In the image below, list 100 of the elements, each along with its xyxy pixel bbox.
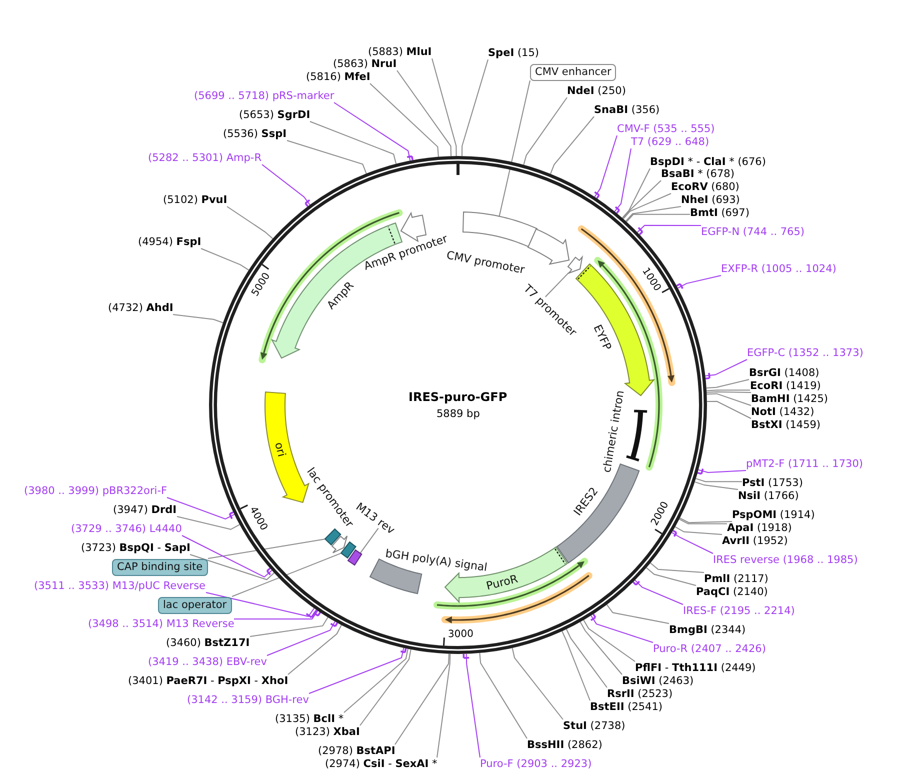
restriction-site-label: NheI (693) (681, 194, 740, 206)
leader-line (694, 481, 738, 490)
restriction-site-label: SnaBI (356) (594, 104, 660, 116)
primer-label: (3511 .. 3533) M13/pUC Reverse (34, 580, 206, 592)
restriction-site-label: EcoRI (1419) (750, 380, 821, 392)
primer-label: CMV-F (535 .. 555) (617, 122, 715, 136)
leader-line (310, 121, 397, 164)
restriction-site-label: EcoRV (680) (671, 180, 740, 194)
restriction-site-label: (5883) MluI (368, 46, 432, 58)
restriction-site-label: NdeI (250) (567, 84, 626, 98)
leader-line (695, 478, 742, 482)
leader-line (706, 393, 752, 406)
leader-line (622, 193, 672, 220)
feature-label: CMV promoter (446, 248, 526, 277)
leader-line (583, 620, 636, 662)
leader-line (436, 653, 451, 758)
leader-line (360, 649, 412, 726)
leader-line (646, 567, 696, 586)
restriction-site-label: (5536) SspI (223, 128, 287, 140)
leader-line (590, 614, 654, 643)
leader-line (706, 379, 750, 388)
restriction-site-label: BamHI (1425) (751, 392, 828, 406)
restriction-site-label: PflFI - Tth111I (2449) (635, 662, 756, 674)
leader-line (359, 528, 379, 554)
restriction-site-label: (3135) BclI* (275, 712, 344, 726)
leader-line (566, 628, 608, 688)
leader-line (176, 516, 240, 530)
primer-label: Puro-F (2903 .. 2923) (480, 758, 592, 770)
leader-line (394, 653, 450, 745)
primer-label: EGFP-N (744 .. 765) (701, 226, 805, 238)
restriction-site-label: BmtI (697) (690, 206, 750, 220)
restriction-site-label: (3123) XbaI (295, 726, 360, 738)
restriction-site-label: SpeI (15) (488, 46, 540, 60)
leader-line (262, 164, 310, 206)
primer-label: (3980 .. 3999) pBR322ori-F (24, 484, 168, 498)
leader-line (166, 497, 235, 520)
primer-label: EXFP-R (1005 .. 1024) (721, 262, 836, 276)
restriction-site-label: (4954) FspI (138, 236, 202, 248)
plasmid-name: IRES-puro-GFP (408, 390, 508, 404)
restriction-site-label: (2978) BstAPI (318, 744, 396, 758)
restriction-site-label: BsiWI (2463) (622, 674, 694, 688)
restriction-site-label: RsrII (2523) (607, 688, 673, 700)
restriction-site-label: AvrII (1952) (722, 534, 788, 548)
leader-line (706, 391, 752, 393)
leader-line (674, 526, 722, 535)
leader-line (200, 248, 250, 271)
primer-label: IRES-F (2195 .. 2214) (683, 604, 795, 618)
restriction-site-label: NsiI (1766) (738, 490, 799, 502)
plasmid-size-label: 5889 bp (436, 408, 480, 420)
leader-line (498, 80, 530, 217)
restriction-site-label: PmlI (2117) (704, 572, 768, 586)
leader-line (706, 390, 750, 392)
leader-line (461, 59, 488, 157)
restriction-site-label: PaqCI (2140) (696, 586, 768, 598)
leader-line (650, 562, 704, 573)
leader-line (636, 224, 702, 233)
restriction-site-label: BmgBI (2344) (669, 624, 746, 636)
feature-tag: CMV enhancer (530, 64, 616, 80)
leader-line (677, 275, 722, 289)
leader-line (370, 83, 439, 158)
leader-line (344, 648, 408, 713)
leader-line (182, 535, 272, 578)
leader-line (232, 552, 342, 597)
leader-line (606, 604, 670, 624)
leader-line (479, 652, 528, 739)
leader-line (562, 630, 590, 701)
restriction-site-label: (3401) PaeR7I - PspXI - XhoI (128, 674, 288, 688)
restriction-site-label: (5102) PvuI (163, 194, 228, 206)
restriction-site-label: BsaBI* (678) (661, 168, 734, 180)
feature-label: ori (272, 440, 289, 458)
leader-line (266, 621, 336, 656)
leader-line (622, 180, 662, 219)
leader-line (396, 70, 452, 157)
restriction-site-label: PstI (1753) (742, 476, 803, 490)
leader-line (308, 648, 404, 694)
leader-line (334, 102, 411, 162)
restriction-site-label: NotI (1432) (751, 406, 814, 418)
restriction-site-label: (3723) BspQI - SapI (81, 542, 190, 554)
restriction-site-label: (3460) BstZ17I (166, 636, 250, 650)
leader-line (706, 400, 752, 419)
feature-label: bGH poly(A) signal (384, 546, 488, 574)
tick-label: 4000 (246, 504, 270, 533)
restriction-site-label: BspDI* - ClaI* (676) (650, 156, 766, 168)
leader-line (226, 206, 274, 240)
primer-label: IRES reverse (1968 .. 1985) (713, 554, 858, 566)
tick-label: 3000 (448, 628, 474, 642)
leader-line (622, 168, 650, 218)
leader-line (190, 554, 275, 580)
leader-line (698, 469, 746, 473)
leader-line (512, 648, 564, 720)
leader-line (432, 58, 457, 157)
leader-line (704, 359, 748, 376)
restriction-site-label: BssHII (2862) (527, 738, 602, 752)
primer-label: (5282 .. 5301) Amp-R (148, 152, 262, 164)
feature-label: PuroR (485, 572, 520, 593)
primer-label: EGFP-C (1352 .. 1373) (747, 346, 864, 360)
leader-line (671, 532, 714, 554)
leader-line (614, 148, 632, 212)
leader-line (626, 214, 690, 222)
restriction-site-label: (5816) MfeI (306, 70, 370, 84)
